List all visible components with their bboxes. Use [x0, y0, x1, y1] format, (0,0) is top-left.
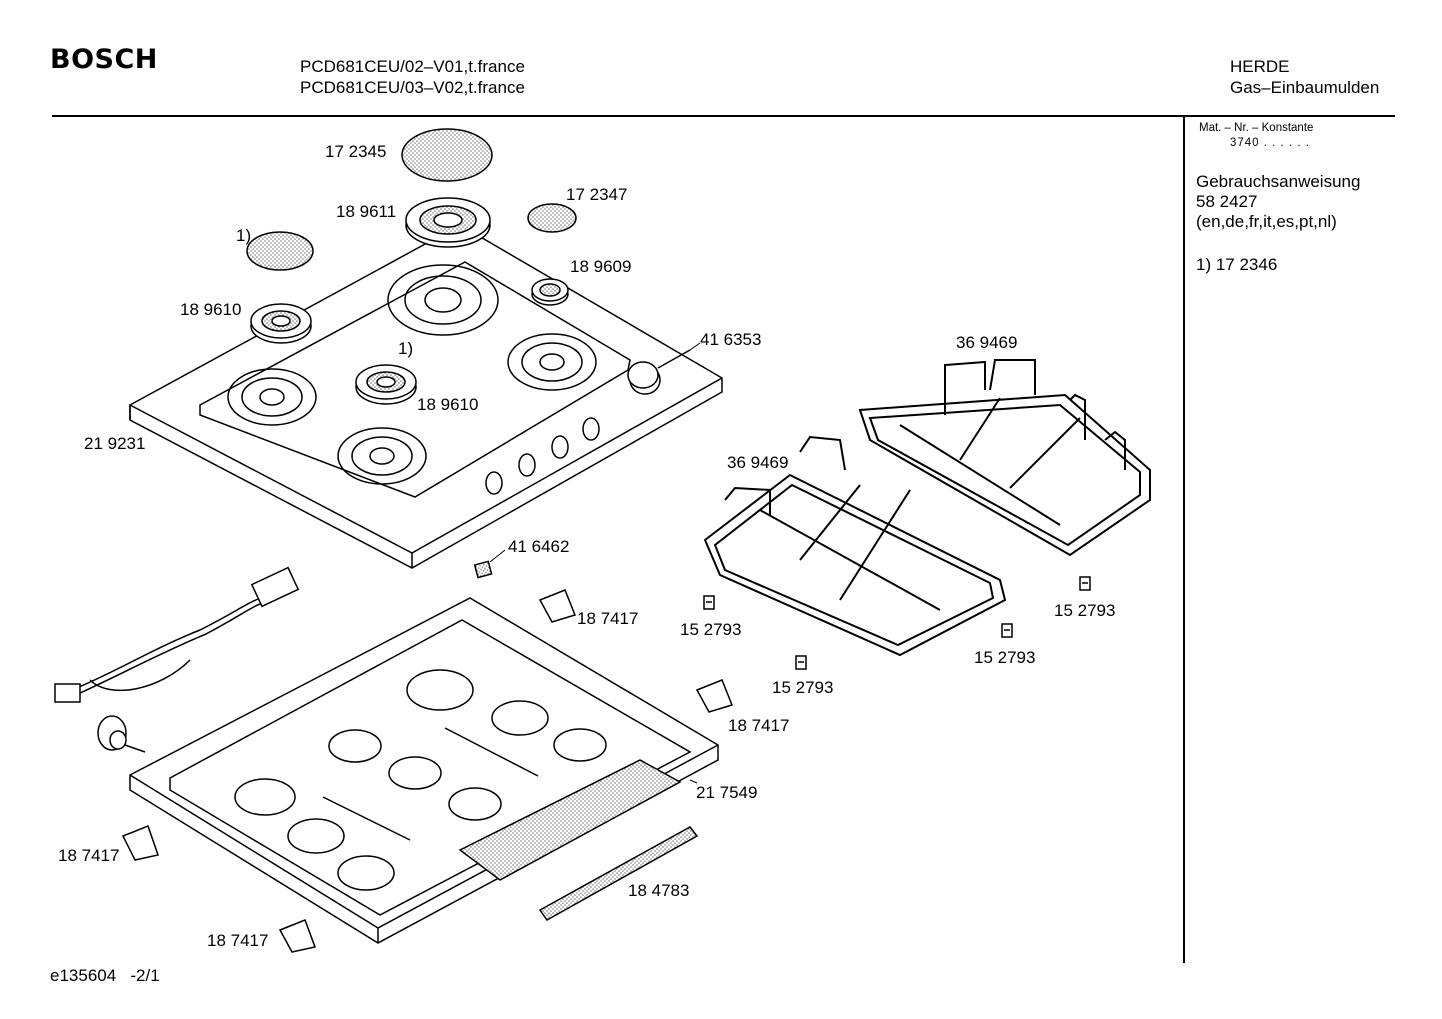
footnote-marker: 1): [398, 339, 414, 358]
footnote: 1) 17 2346: [1196, 255, 1278, 274]
manual-number: 58 2427: [1196, 192, 1258, 211]
part-label: 18 7417: [58, 846, 120, 865]
brand-logo: BOSCH: [50, 44, 158, 75]
burner-heads: [250, 197, 569, 405]
part-label: 15 2793: [680, 620, 742, 639]
cap-medium-left: [246, 231, 314, 271]
power-cable: [54, 566, 300, 703]
part-label: 18 9609: [570, 257, 632, 276]
part-label: 41 6462: [508, 537, 570, 556]
part-label: 17 2345: [325, 142, 387, 161]
knob-extension: [473, 560, 493, 579]
footnote-marker: 1): [236, 226, 252, 245]
cap-small: [527, 203, 577, 233]
pan-supports: [703, 359, 1151, 657]
part-label: 36 9469: [727, 453, 789, 472]
mat-label: Mat. – Nr. – Konstante: [1199, 122, 1314, 134]
clips: [121, 589, 733, 953]
part-label: 21 7549: [696, 783, 758, 802]
part-label: 15 2793: [1054, 601, 1116, 620]
part-label: 18 9610: [180, 300, 242, 319]
control-knob: [627, 349, 691, 395]
igniter-part: [97, 715, 146, 753]
leader-lines: [489, 342, 701, 784]
trim-strip: [538, 826, 699, 921]
rubber-feet: [703, 576, 1091, 670]
mat-value: 3740 . . . . . .: [1230, 137, 1310, 149]
part-label: 18 7417: [577, 609, 639, 628]
category-line-2: Gas–Einbaumulden: [1230, 78, 1380, 97]
part-label: 18 9610: [417, 395, 479, 414]
model-line-2: PCD681CEU/03–V02,t.france: [300, 78, 525, 97]
model-line-1: PCD681CEU/02–V01,t.france: [300, 57, 525, 76]
part-label: 36 9469: [956, 333, 1018, 352]
manual-title: Gebrauchsanweisung: [1196, 172, 1361, 191]
part-label: 21 9231: [84, 434, 146, 453]
part-label: 41 6353: [700, 330, 762, 349]
part-label: 18 4783: [628, 881, 690, 900]
manual-languages: (en,de,fr,it,es,pt,nl): [1196, 212, 1337, 231]
hob-plate: [129, 224, 723, 569]
document-id: e135604 -2/1: [50, 966, 160, 985]
part-label: 15 2793: [772, 678, 834, 697]
part-label: 15 2793: [974, 648, 1036, 667]
cap-large: [401, 128, 493, 182]
part-label: 18 7417: [207, 931, 269, 950]
part-label: 18 9611: [336, 202, 397, 221]
part-label: 17 2347: [566, 185, 628, 204]
part-label: 18 7417: [728, 716, 790, 735]
base-housing: [129, 597, 719, 944]
category-line-1: HERDE: [1230, 57, 1290, 76]
